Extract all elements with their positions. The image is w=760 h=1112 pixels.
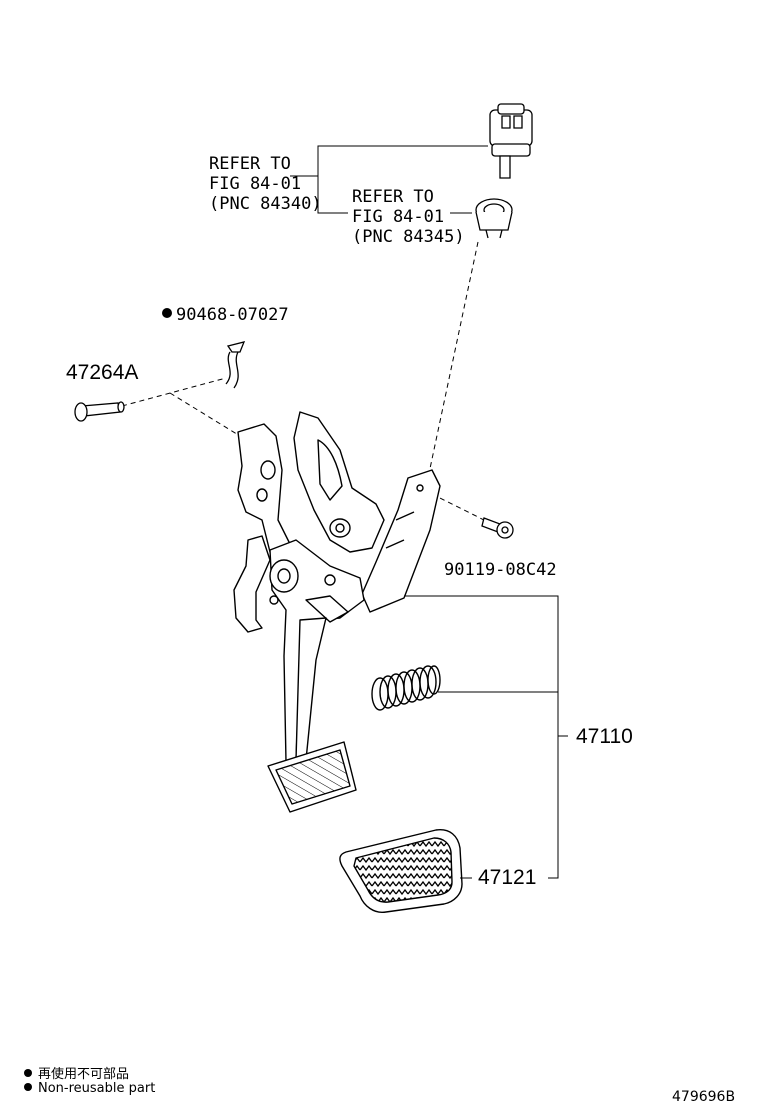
pedal-pad	[340, 830, 462, 913]
ref-callout-84340: REFER TO FIG 84-01 (PNC 84340)	[209, 156, 322, 213]
ref-84340-line2: FIG 84-01	[209, 174, 302, 194]
legend-english-text: Non-reusable part	[38, 1081, 156, 1096]
pedal-with-pad	[268, 742, 356, 812]
clevis-pin	[75, 402, 124, 421]
switch-retainer	[476, 199, 512, 238]
ref-84340-line1: REFER TO	[209, 154, 291, 174]
legend-dot-icon	[24, 1069, 32, 1077]
legend-dot-icon	[24, 1083, 32, 1091]
part-label-bolt: 90119-08C42	[444, 560, 557, 580]
return-spring	[372, 666, 440, 710]
legend-japanese: 再使用不可部品	[24, 1063, 129, 1082]
assembly-dashed-lines	[122, 242, 488, 522]
legend-japanese-text: 再使用不可部品	[38, 1067, 130, 1082]
part-label-assembly: 47110	[576, 725, 633, 748]
ref-callout-84345: REFER TO FIG 84-01 (PNC 84345)	[352, 189, 465, 246]
part-label-pin: 47264A	[66, 361, 139, 384]
part-label-pad: 47121	[478, 866, 537, 889]
clip-part-number: 90468-07027	[176, 305, 289, 325]
figure-code: 479696B	[672, 1089, 736, 1105]
ref-84340-line3: (PNC 84340)	[209, 194, 322, 214]
pedal-bracket	[234, 412, 440, 762]
ref-84345-line2: FIG 84-01	[352, 207, 445, 227]
ref-leaders	[290, 146, 488, 213]
retaining-clip	[226, 342, 244, 388]
legend-english: Non-reusable part	[24, 1081, 155, 1096]
non-reusable-dot-icon	[162, 308, 172, 318]
ref-84345-line3: (PNC 84345)	[352, 227, 465, 247]
bolt	[482, 518, 513, 538]
ref-84345-line1: REFER TO	[352, 187, 434, 207]
assembly-bracket	[404, 596, 568, 878]
part-label-clip: 90468-07027	[162, 307, 289, 324]
stop-lamp-switch	[490, 104, 532, 178]
